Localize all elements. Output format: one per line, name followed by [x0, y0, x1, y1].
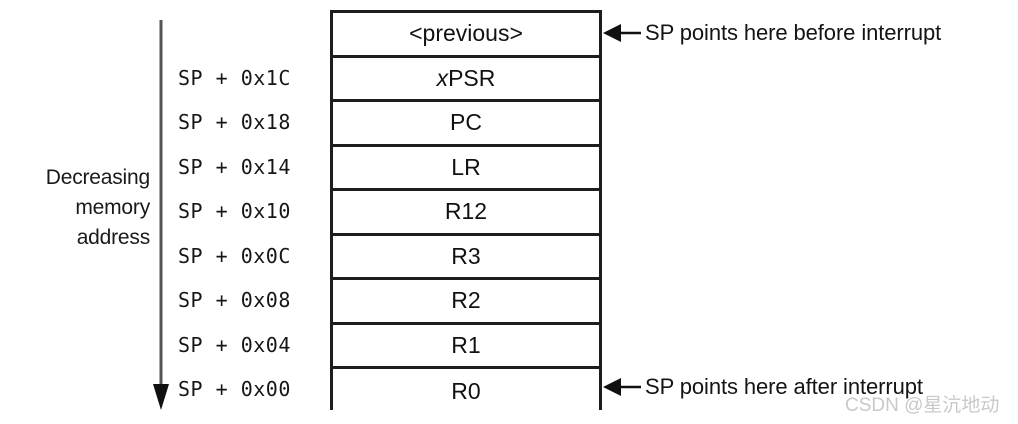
sp-offset-label: SP + 0x1C [178, 66, 291, 90]
annotation-before-interrupt: SP points here before interrupt [603, 20, 941, 46]
stack-row: PC [333, 102, 599, 147]
arrow-left-icon [603, 378, 641, 396]
stack-cell-label: R0 [451, 377, 481, 404]
stack-cell-label: LR [451, 153, 481, 180]
sp-offset-label: SP + 0x08 [178, 288, 291, 312]
stack-row: xPSR [333, 57, 599, 102]
memory-direction-line-3: address [76, 226, 151, 249]
xpsr-italic-prefix: x [436, 64, 449, 91]
arrow-left-icon [603, 24, 641, 42]
stack-cell-label: R1 [451, 331, 481, 358]
stack-cell-label: R12 [444, 198, 488, 225]
annotation-after-interrupt: SP points here after interrupt [603, 374, 923, 400]
sp-offset-label: SP + 0x0C [178, 244, 291, 268]
annotation-text: SP points here before interrupt [645, 20, 942, 45]
sp-offset-label: SP + 0x10 [178, 199, 291, 223]
stack-row: <previous> [333, 13, 599, 58]
xpsr-base-label: PSR [448, 64, 496, 91]
stack-row: R0 [333, 369, 599, 414]
memory-direction-line-1: Decreasing [45, 166, 150, 189]
stack-row: R3 [333, 235, 599, 280]
sp-offset-label: SP + 0x00 [178, 377, 291, 401]
sp-offset-label: SP + 0x04 [178, 333, 291, 357]
memory-direction-line-2: memory [75, 196, 150, 219]
stack-cell-label: PC [450, 109, 482, 136]
stack-row: R2 [333, 280, 599, 325]
sp-offset-label: SP + 0x18 [178, 110, 291, 134]
stack-cell-label: R3 [451, 242, 481, 269]
stack-row: R12 [333, 191, 599, 236]
stack-cell-label: R2 [451, 287, 481, 314]
annotation-text: SP points here after interrupt [645, 374, 923, 399]
stack-frame-box: <previous> xPSR PC LR R12 R3 R2 R1 R0 [330, 10, 602, 414]
arrow-down-icon [152, 18, 170, 412]
stack-row: LR [333, 146, 599, 191]
sp-offset-label: SP + 0x14 [178, 155, 291, 179]
stack-cell-label: <previous> [409, 20, 523, 47]
memory-direction-label: Decreasing memory address [0, 163, 150, 253]
stack-row: R1 [333, 324, 599, 369]
stack-cell-label: xPSR [436, 64, 496, 91]
